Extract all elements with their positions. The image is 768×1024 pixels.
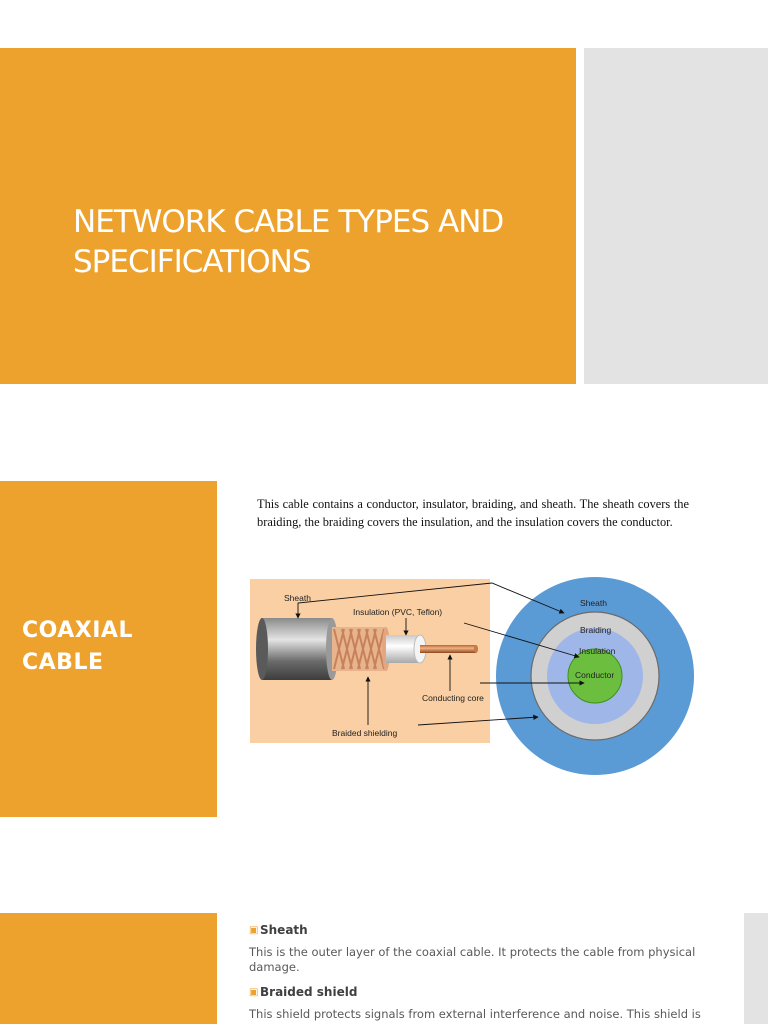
label-sheath: Sheath bbox=[284, 593, 311, 603]
component-item-sheath: ▣ Sheath This is the outer layer of the … bbox=[249, 923, 709, 975]
ring-label-insulation: Insulation bbox=[579, 646, 616, 656]
label-shielding: Braided shielding bbox=[332, 728, 397, 738]
braided-shield-graphic bbox=[332, 627, 390, 671]
coaxial-cable-diagram: Sheath Insulation (PVC, Teflon) Conducti… bbox=[250, 577, 694, 775]
side-panel bbox=[584, 48, 768, 384]
ring-label-braiding: Braiding bbox=[580, 625, 611, 635]
component-title: Sheath bbox=[260, 923, 308, 937]
cross-section bbox=[496, 577, 694, 775]
section-panel-3 bbox=[0, 913, 217, 1024]
label-core: Conducting core bbox=[422, 693, 484, 703]
component-text: This is the outer layer of the coaxial c… bbox=[249, 945, 696, 974]
component-item-braided-shield: ▣ Braided shield This shield protects si… bbox=[249, 985, 709, 1022]
description-text: This cable contains a conductor, insulat… bbox=[257, 497, 689, 529]
deck-title: NETWORK CABLE TYPES AND SPECIFICATIONS bbox=[73, 204, 504, 280]
component-text: This shield protects signals from extern… bbox=[249, 1007, 701, 1021]
component-title: Braided shield bbox=[260, 985, 358, 999]
label-insulation: Insulation (PVC, Teflon) bbox=[353, 607, 442, 617]
side-panel-3 bbox=[744, 913, 768, 1024]
conductor-graphic bbox=[420, 645, 478, 653]
cable-jacket bbox=[256, 618, 338, 680]
title-panel: NETWORK CABLE TYPES AND SPECIFICATIONS bbox=[0, 48, 576, 384]
ring-label-sheath: Sheath bbox=[580, 598, 607, 608]
bullet-icon: ▣ bbox=[249, 924, 259, 936]
bullet-icon: ▣ bbox=[249, 986, 259, 998]
components-slide: ▣ Sheath This is the outer layer of the … bbox=[0, 913, 768, 1024]
section-title: COAXIAL CABLE bbox=[22, 618, 133, 675]
section-panel: COAXIAL CABLE bbox=[0, 481, 217, 817]
title-slide: NETWORK CABLE TYPES AND SPECIFICATIONS bbox=[0, 48, 768, 384]
coaxial-slide: COAXIAL CABLE This cable contains a cond… bbox=[0, 481, 768, 817]
ring-label-conductor: Conductor bbox=[575, 670, 614, 680]
